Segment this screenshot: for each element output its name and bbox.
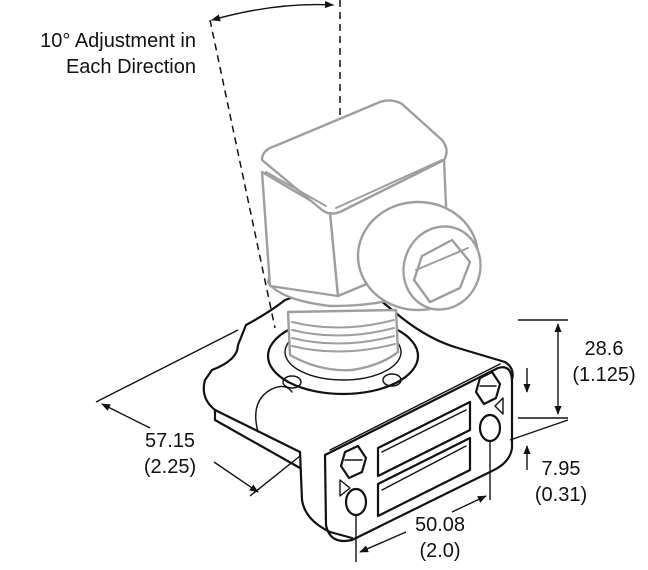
depth-dimension	[95, 329, 301, 497]
depth-dimension-label: 57.15 (2.25)	[130, 428, 210, 480]
collar-notch-left	[282, 375, 302, 389]
mounting-hole-right	[478, 413, 502, 443]
end-plate-top-edge	[329, 363, 501, 451]
adjustment-label-line2: Each Direction	[65, 56, 196, 78]
adjustment-label-line1: 10° Adjustment in	[40, 30, 196, 52]
depth-mm-value: 57.15	[144, 430, 196, 452]
bracket-lower-edge	[213, 408, 302, 470]
end-plate	[323, 366, 514, 543]
hex-nut-right	[474, 370, 502, 406]
connector-key	[412, 238, 472, 304]
hex-nut-left	[339, 444, 368, 480]
sensor-housing-outline	[260, 99, 482, 372]
lower-slot	[376, 436, 472, 518]
height-mm-value: 28.6	[584, 338, 624, 360]
offset-dimension	[509, 368, 569, 470]
tilted-axis-line	[209, 19, 276, 329]
width-mm-value: 50.08	[414, 514, 466, 536]
offset-in-value: (0.31)	[534, 484, 588, 506]
triangle-marker-left	[339, 479, 351, 497]
width-dimension-label: 50.08 (2.0)	[400, 512, 480, 564]
connector-key-line	[415, 247, 469, 271]
collar-notch-right	[382, 373, 402, 387]
lower-slot-inner	[381, 445, 467, 491]
offset-dimension-label: 7.95 (0.31)	[526, 456, 596, 508]
housing-box-top	[260, 99, 448, 215]
mounting-hole-left	[344, 487, 368, 517]
upper-slot	[376, 400, 472, 478]
height-dimension	[518, 319, 568, 419]
bracket-front-face	[298, 450, 354, 540]
height-in-value: (1.125)	[572, 364, 636, 386]
adjustment-label: 10° Adjustment in Each Direction	[0, 28, 196, 80]
height-dimension-label: 28.6 (1.125)	[566, 336, 642, 388]
offset-mm-value: 7.95	[541, 458, 581, 480]
adjustment-arc-arrow	[211, 0, 334, 22]
width-dimension	[355, 442, 491, 562]
clamp-curve	[255, 385, 293, 433]
neck-threads	[291, 319, 396, 353]
upper-slot-inner	[381, 409, 467, 453]
width-in-value: (2.0)	[419, 540, 461, 562]
triangle-marker-right	[494, 397, 504, 415]
housing-box-top-edge	[265, 159, 443, 209]
depth-in-value: (2.25)	[143, 456, 197, 478]
